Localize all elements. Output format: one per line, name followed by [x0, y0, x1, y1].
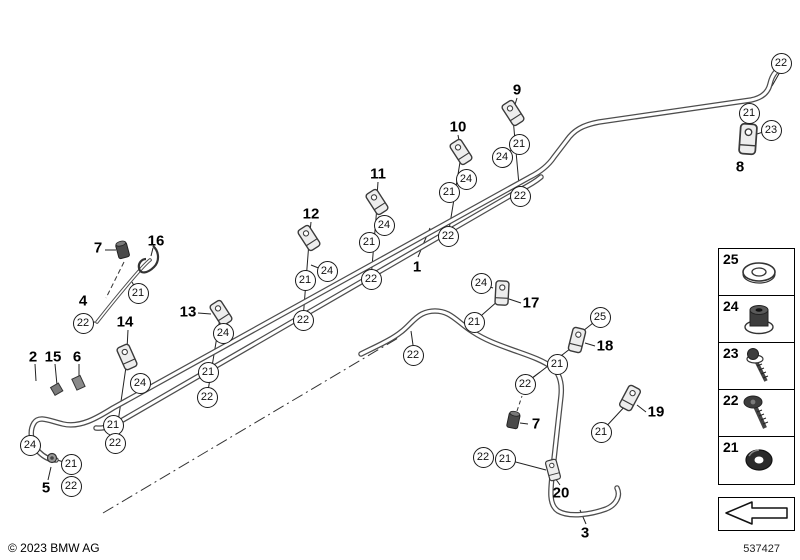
- callout-circle-22[interactable]: 22: [509, 185, 531, 207]
- part-label-4[interactable]: 4: [78, 292, 88, 310]
- clip-6: [71, 374, 86, 391]
- callout-circle-22[interactable]: 22: [437, 225, 459, 247]
- part-label-11[interactable]: 11: [370, 165, 386, 183]
- callout-circle-24[interactable]: 24: [373, 214, 395, 236]
- hose-clip-16: [137, 245, 160, 274]
- part-label-3[interactable]: 3: [580, 524, 590, 542]
- part-label-13[interactable]: 13: [179, 303, 197, 321]
- legend-item-25[interactable]: 25: [719, 249, 794, 296]
- part-label-9[interactable]: 9: [512, 81, 522, 99]
- callout-circle-24[interactable]: 24: [129, 372, 151, 394]
- callout-circle-24[interactable]: 24: [19, 434, 41, 456]
- legend-label: 24: [723, 298, 739, 314]
- direction-arrow-icon: [725, 501, 788, 525]
- part-label-7[interactable]: 7: [531, 415, 541, 433]
- callout-circle-22[interactable]: 22: [72, 312, 94, 334]
- callout-circle-24[interactable]: 24: [455, 168, 477, 190]
- legend-label: 21: [723, 439, 739, 455]
- callout-circle-21[interactable]: 21: [438, 181, 460, 203]
- callout-circle-25[interactable]: 25: [589, 306, 611, 328]
- part-label-10[interactable]: 10: [449, 118, 467, 136]
- part-label-14[interactable]: 14: [116, 313, 134, 331]
- part-label-6[interactable]: 6: [72, 348, 82, 366]
- part-label-18[interactable]: 18: [596, 337, 614, 355]
- callout-circle-21[interactable]: 21: [590, 421, 612, 443]
- callout-circle-21[interactable]: 21: [60, 453, 82, 475]
- callout-circle-22[interactable]: 22: [360, 268, 382, 290]
- small-parts: [46, 240, 521, 464]
- direction-arrow-box: [718, 497, 795, 531]
- callout-circle-21[interactable]: 21: [294, 269, 316, 291]
- legend-item-22[interactable]: 22: [719, 390, 794, 437]
- washer-icon: [742, 262, 776, 284]
- callout-circle-24[interactable]: 24: [212, 322, 234, 344]
- part-label-19[interactable]: 19: [647, 403, 665, 421]
- callout-circle-21[interactable]: 21: [494, 448, 516, 470]
- callout-circle-23[interactable]: 23: [760, 119, 782, 141]
- callout-circle-22[interactable]: 22: [770, 52, 792, 74]
- callout-circle-21[interactable]: 21: [358, 231, 380, 253]
- pipe-fitting-5: [46, 452, 58, 464]
- callout-circle-24[interactable]: 24: [316, 260, 338, 282]
- grommet-icon: [745, 449, 773, 471]
- callout-circle-24[interactable]: 24: [491, 146, 513, 168]
- vibration-damper-7b: [506, 410, 521, 430]
- copyright-text: © 2023 BMW AG: [8, 541, 100, 555]
- part-label-15[interactable]: 15: [44, 348, 62, 366]
- callout-circle-22[interactable]: 22: [514, 373, 536, 395]
- legend-item-23[interactable]: 23: [719, 343, 794, 390]
- connector-15: [49, 382, 64, 397]
- legend-item-24[interactable]: 24: [719, 296, 794, 343]
- centerline: [102, 261, 523, 514]
- callout-circle-22[interactable]: 22: [472, 446, 494, 468]
- callout-circle-22[interactable]: 22: [292, 309, 314, 331]
- callout-circle-22[interactable]: 22: [104, 432, 126, 454]
- callout-circle-21[interactable]: 21: [508, 133, 530, 155]
- vibration-damper-7a: [115, 240, 130, 260]
- legend-label: 22: [723, 392, 739, 408]
- nut-icon: [744, 305, 774, 335]
- legend-label: 23: [723, 345, 739, 361]
- fastener-legend: 25 24 23: [718, 248, 795, 485]
- legend-item-21[interactable]: 21: [719, 437, 794, 484]
- callout-circle-21[interactable]: 21: [546, 353, 568, 375]
- part-label-1[interactable]: 1: [412, 258, 422, 276]
- legend-label: 25: [723, 251, 739, 267]
- callout-circle-21[interactable]: 21: [127, 282, 149, 304]
- part-label-12[interactable]: 12: [302, 205, 320, 223]
- bolt-icon: [746, 348, 769, 382]
- part-label-2[interactable]: 2: [28, 348, 38, 366]
- part-label-17[interactable]: 17: [522, 294, 540, 312]
- part-label-7[interactable]: 7: [93, 239, 103, 257]
- callout-circle-21[interactable]: 21: [197, 361, 219, 383]
- callout-circle-21[interactable]: 21: [738, 102, 760, 124]
- part-label-20[interactable]: 20: [552, 484, 570, 502]
- screw-icon: [743, 395, 769, 429]
- part-label-8[interactable]: 8: [735, 158, 745, 176]
- callout-circle-22[interactable]: 22: [60, 475, 82, 497]
- callout-circle-24[interactable]: 24: [470, 272, 492, 294]
- callout-circle-22[interactable]: 22: [196, 386, 218, 408]
- drawing-number: 537427: [743, 543, 780, 555]
- callout-circle-22[interactable]: 22: [402, 344, 424, 366]
- part-label-16[interactable]: 16: [147, 232, 165, 250]
- callout-circle-21[interactable]: 21: [463, 311, 485, 333]
- part-label-5[interactable]: 5: [41, 479, 51, 497]
